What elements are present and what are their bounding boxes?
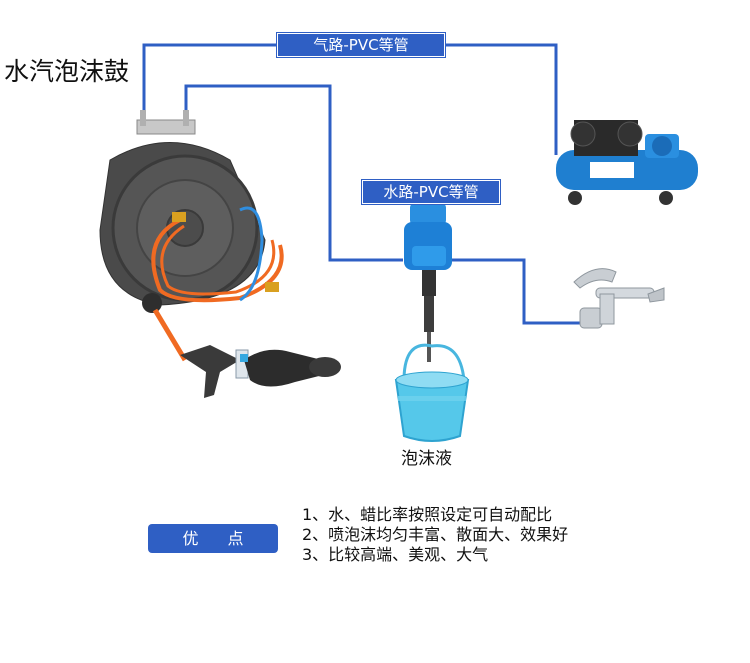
dosing-pump-icon bbox=[404, 202, 452, 362]
advantages-badge: 优 点 bbox=[148, 524, 278, 553]
water-pipe bbox=[184, 84, 403, 262]
air-line-label: 气路-PVC等管 bbox=[277, 33, 445, 57]
hose-reel-icon bbox=[99, 110, 284, 362]
foam-liquid-label: 泡沫液 bbox=[401, 449, 452, 469]
advantage-item: 2、喷泡沫均匀丰富、散面大、效果好 bbox=[302, 525, 569, 544]
water-tap-icon bbox=[573, 268, 665, 329]
water-pipe-right bbox=[448, 258, 586, 325]
foam-gun-icon bbox=[180, 345, 341, 398]
advantage-item: 3、比较高端、美观、大气 bbox=[302, 545, 489, 564]
air-pipe bbox=[142, 43, 277, 126]
bucket-icon bbox=[394, 343, 470, 442]
air-compressor-icon bbox=[556, 120, 698, 205]
advantage-item: 1、水、蜡比率按照设定可自动配比 bbox=[302, 505, 553, 524]
page-title: 水汽泡沫鼓 bbox=[4, 57, 130, 86]
air-pipe-right bbox=[443, 43, 558, 155]
advantages-list: 1、水、蜡比率按照设定可自动配比 2、喷泡沫均匀丰富、散面大、效果好 3、比较高… bbox=[302, 505, 568, 565]
water-line-label: 水路-PVC等管 bbox=[362, 180, 500, 204]
